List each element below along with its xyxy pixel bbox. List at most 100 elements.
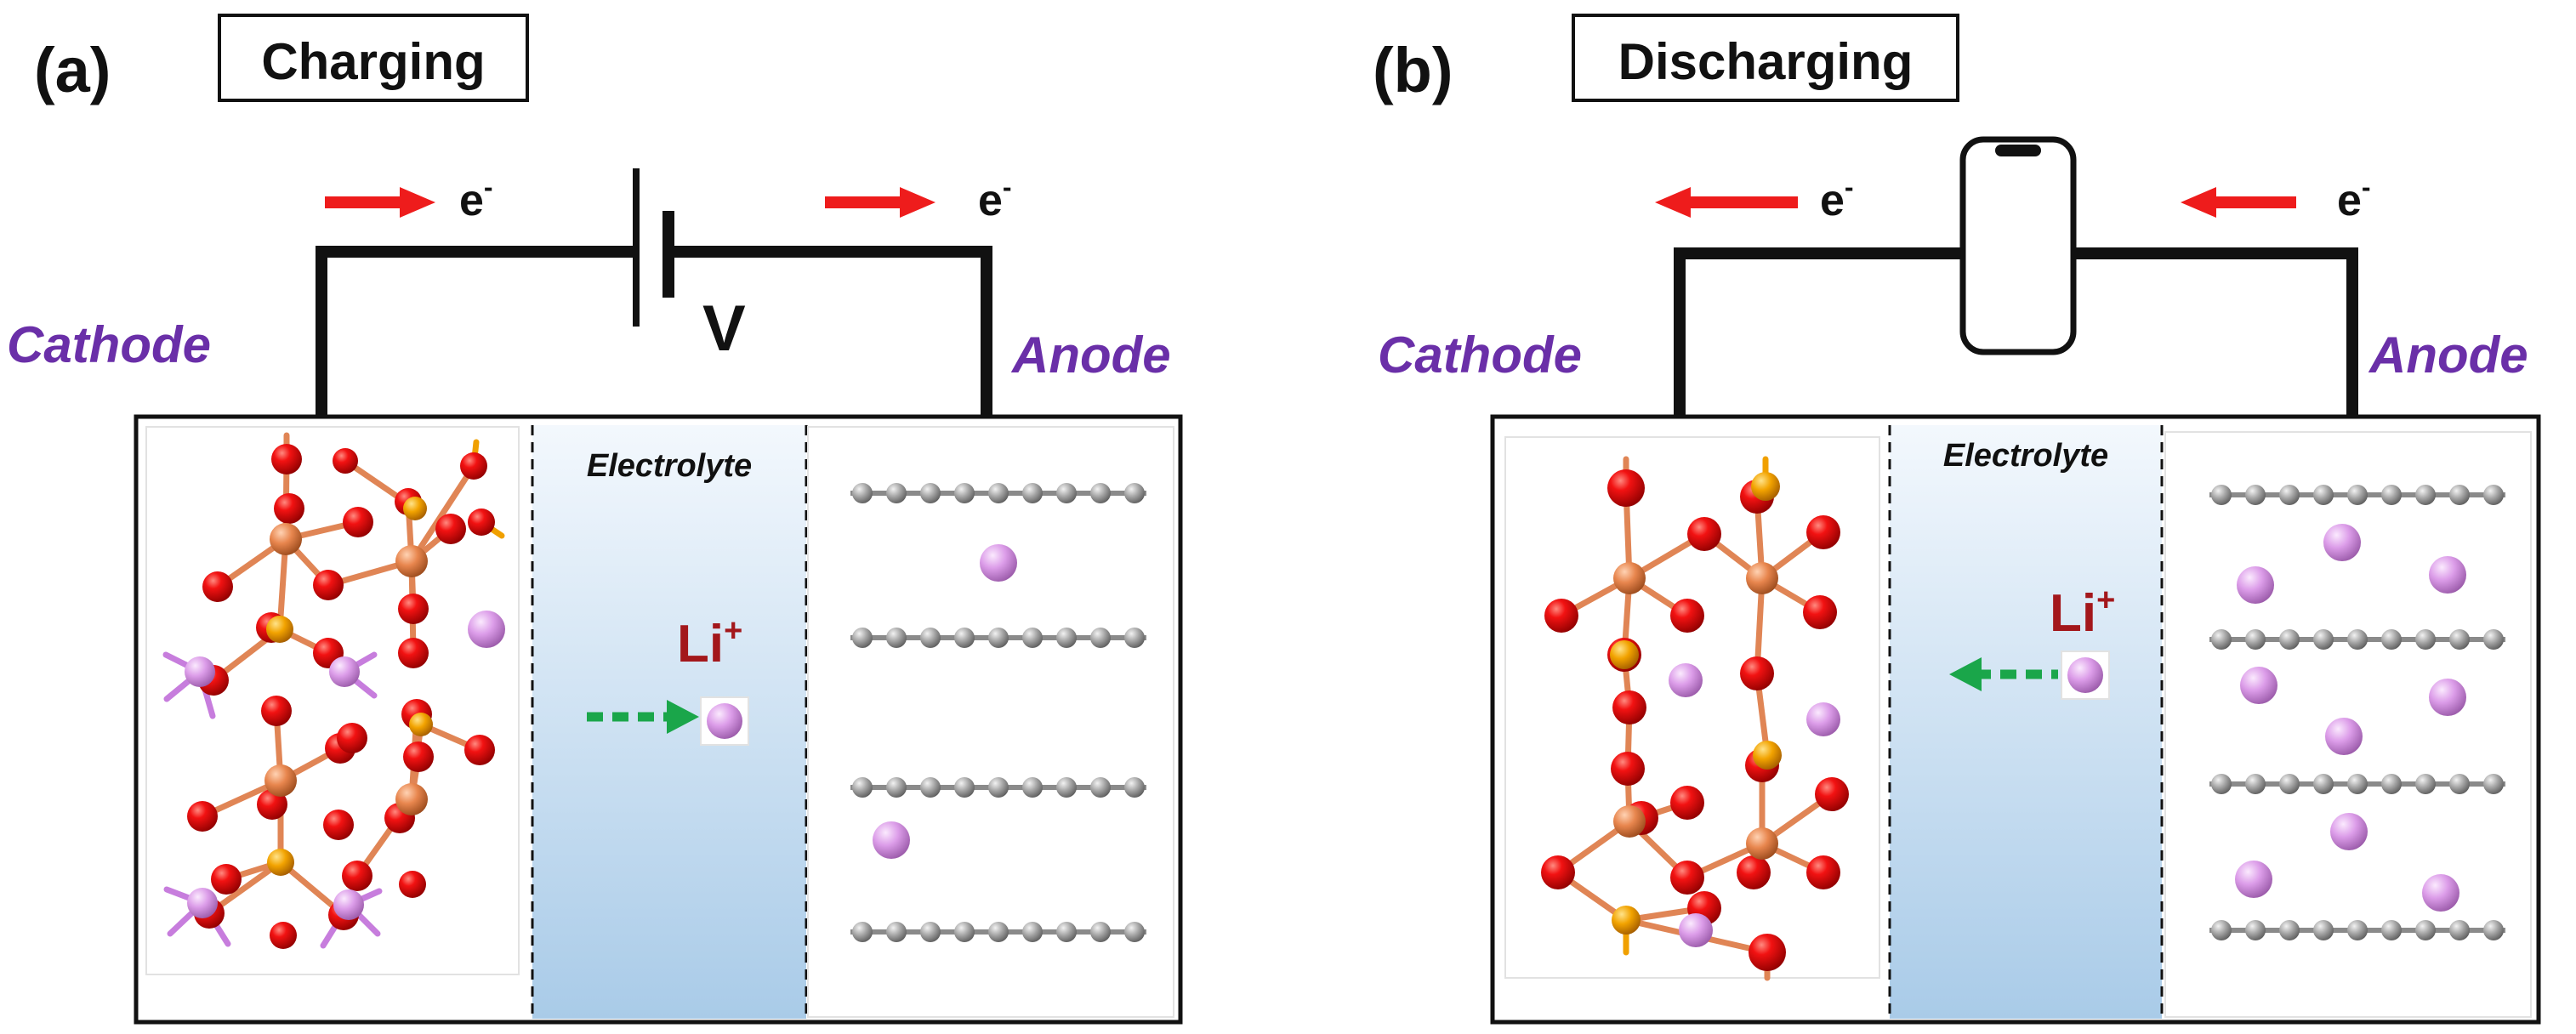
oxygen-atom [464,735,495,765]
circuit-wire [2073,247,2358,417]
carbon-atom [1056,628,1077,648]
oxygen-atom [1806,855,1840,889]
carbon-atom [1022,777,1043,798]
electrolyte-label: Electrolyte [587,448,752,484]
carbon-atom [2381,629,2402,650]
oxygen-atom [1687,517,1721,551]
oxygen-atom [1803,595,1837,629]
electrolyte-label: Electrolyte [1943,438,2108,474]
lithium-atom [185,656,215,687]
lithium-atom [187,888,218,918]
carbon-atom [1124,922,1145,942]
mode-label-box [1572,14,1959,102]
carbon-atom [2245,485,2266,505]
carbon-atom [886,483,907,503]
oxygen-atom [211,864,242,895]
oxygen-atom [313,570,344,600]
carbon-atom [2245,920,2266,940]
carbon-atom [920,777,941,798]
electrolyte-region [1890,425,2162,1019]
carbon-atom [2211,920,2232,940]
panel-letter: (b) [1373,35,1453,105]
ion-label: Li+ [677,613,742,673]
oxygen-atom [1737,855,1771,889]
carbon-atom [1056,483,1077,503]
carbon-atom [2279,920,2300,940]
oxygen-atom [271,444,302,474]
oxygen-atom [398,638,429,668]
carbon-atom [2449,485,2470,505]
carbon-atom [2313,774,2334,794]
carbon-atom [2415,920,2436,940]
oxygen-atom [468,508,495,536]
phosphorus-atom [267,849,294,876]
oxygen-atom [1541,855,1575,889]
carbon-atom [988,922,1009,942]
carbon-atom [2415,629,2436,650]
carbon-atom [2449,629,2470,650]
electron-label: e- [978,172,1012,225]
electron-arrow-icon [325,187,435,218]
carbon-atom [2381,774,2402,794]
cathode-crystal [1541,456,1849,981]
anode-label: Anode [1010,327,1171,383]
ion-arrow-icon [1949,657,2058,691]
mode-label: Discharging [1618,33,1914,90]
phone-icon [1959,136,2077,355]
lithium-atom [468,611,505,648]
phosphorus-atom [403,497,427,520]
carbon-atom [852,483,873,503]
cathode-label: Cathode [7,316,211,373]
oxygen-atom [343,507,373,537]
phosphorus-atom [1610,640,1639,669]
carbon-atom [988,483,1009,503]
anode-graphite [2209,485,2505,940]
oxygen-atom [342,861,372,891]
lithium-atom [1806,702,1840,736]
oxygen-atom [1544,599,1578,633]
metal-atom [1613,805,1646,838]
lithium-atom [333,889,364,920]
carbon-atom [920,628,941,648]
phosphorus-atom [1751,472,1780,501]
carbon-atom [886,777,907,798]
panel-letter: (a) [34,35,111,105]
carbon-atom [988,628,1009,648]
lithium-atom [2422,874,2459,912]
oxygen-atom [257,789,287,820]
oxygen-atom [1607,469,1645,507]
carbon-atom [2347,629,2368,650]
circuit-wire [316,246,636,417]
carbon-atom [2245,629,2266,650]
carbon-atom [954,628,975,648]
lithium-atom [1679,913,1713,947]
carbon-atom [1090,922,1111,942]
carbon-atom [1090,628,1111,648]
lithium-atom [2240,667,2277,704]
lithium-atom [2429,556,2466,594]
lithium-atom [2237,566,2274,604]
oxygen-atom [403,741,434,772]
carbon-atom [2279,774,2300,794]
oxygen-atom [323,810,354,840]
mode-label-box [218,14,529,102]
carbon-atom [2415,774,2436,794]
voltage-label: V [702,293,746,365]
circuit-wire [668,246,992,417]
oxygen-atom [399,871,426,898]
carbon-atom [2449,920,2470,940]
ion-arrow-icon [587,700,699,734]
mode-label: Charging [261,33,485,90]
carbon-atom [2347,774,2368,794]
oxygen-atom [1749,934,1786,971]
carbon-atom [920,922,941,942]
carbon-atom [2211,629,2232,650]
carbon-atom [1056,777,1077,798]
electron-arrow-icon [1655,187,1798,218]
oxygen-atom [274,493,304,524]
carbon-atom [1022,628,1043,648]
metal-atom [1746,827,1778,860]
oxygen-atom [1670,861,1704,895]
carbon-atom [886,628,907,648]
